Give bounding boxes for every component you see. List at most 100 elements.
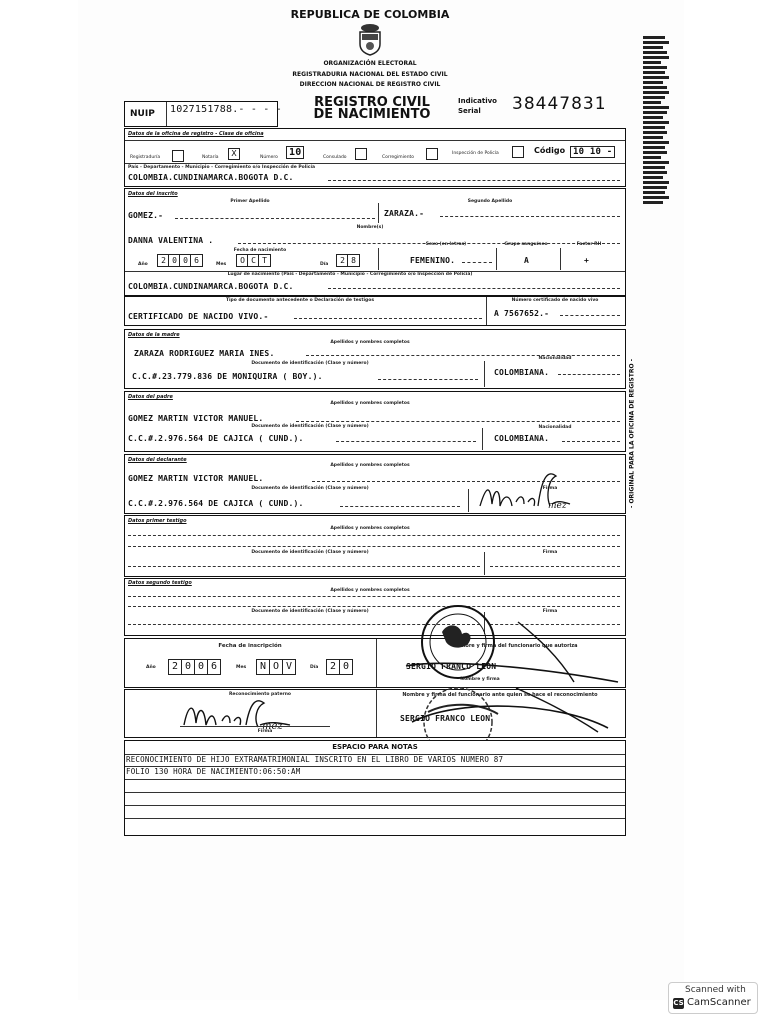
segundo-apellido-value: ZARAZA.- <box>384 209 425 218</box>
grupo-divider <box>560 248 561 270</box>
fecha-divider <box>378 248 379 270</box>
grupo-value: A <box>524 256 530 265</box>
primer-apellido-dash <box>175 218 375 219</box>
padre-nac-value: COLOMBIANA. <box>494 434 550 443</box>
nuip-divider <box>166 102 167 126</box>
notas-text-1: RECONOCIMIENTO DE HIJO EXTRAMATRIMONIAL … <box>126 755 504 764</box>
testigo2-section-title: Datos segundo testigo <box>128 580 192 586</box>
padre-doc-dash <box>336 441 476 442</box>
sexo-value: FEMENINO. <box>410 256 456 265</box>
oficina-section-title: Datos de la oficina de registro - Clase … <box>128 131 264 137</box>
apellido-divider <box>378 203 379 223</box>
inscripcion-dia-1: 2 <box>326 659 340 675</box>
indicativo-label: Indicativo <box>458 97 497 105</box>
numero-label: Número <box>260 155 278 160</box>
oficina-box <box>124 128 626 187</box>
inscripcion-divider <box>376 639 377 687</box>
testigo2-dash-3 <box>128 624 480 625</box>
inscripcion-ano-1: 2 <box>168 659 182 675</box>
declarante-nombre-dash <box>312 481 620 482</box>
num-cert-value: A 7567652.- <box>494 309 550 318</box>
org-line-2: REGISTRADURIA NACIONAL DEL ESTADO CIVIL <box>292 71 448 78</box>
inspeccion-label: Inspección de Policía <box>452 151 499 156</box>
antecedente-divider <box>486 297 487 325</box>
padre-nac-label: Nacionalidad <box>538 425 572 430</box>
pais-dash <box>328 180 620 181</box>
corregimiento-checkbox[interactable] <box>426 148 438 160</box>
org-line-1: ORGANIZACIÓN ELECTORAL <box>323 60 417 67</box>
inscripcion-ano-label: Año <box>146 665 156 670</box>
inscripcion-dia-label: Día <box>310 665 319 670</box>
country-title: REPUBLICA DE COLOMBIA <box>290 8 450 21</box>
camscanner-badge: Scanned with CS CamScanner <box>668 982 758 1014</box>
madre-nac-dash <box>558 374 620 375</box>
doc-title-1: REGISTRO CIVIL <box>314 95 430 110</box>
padre-divider <box>482 428 483 450</box>
testigo2-dash-2 <box>128 606 620 607</box>
notaria-label: Notaría <box>202 155 219 160</box>
declarante-doc-value: C.C.#.2.976.564 DE CAJICA ( CUND.). <box>128 499 304 508</box>
inscripcion-mes-2: O <box>269 659 283 675</box>
inscripcion-ano-2: 0 <box>181 659 195 675</box>
madre-doc-value: C.C.#.23.779.836 DE MONIQUIRA ( BOY.). <box>132 372 323 381</box>
mes-label: Mes <box>216 262 227 267</box>
testigo1-dash-3 <box>128 566 480 567</box>
doc-title-2: DE NACIMIENTO <box>313 107 431 122</box>
testigo2-doc-label: Documento de identificación (Clase y núm… <box>251 609 369 614</box>
camscanner-line-1: Scanned with <box>685 985 746 995</box>
declarante-nombre-label: Apellidos y nombres completos <box>330 463 410 468</box>
numero-value: 10 <box>286 146 305 159</box>
declarante-doc-label: Documento de identificación (Clase y núm… <box>251 486 369 491</box>
testigo2-box <box>124 578 626 636</box>
coat-of-arms-icon <box>359 24 381 56</box>
ano-digit-4: 6 <box>190 254 203 267</box>
tipo-doc-value: CERTIFICADO DE NACIDO VIVO.- <box>128 312 269 321</box>
inscripcion-mes-3: V <box>282 659 296 675</box>
notas-line-6 <box>125 818 625 819</box>
madre-doc-label: Documento de identificación (Clase y núm… <box>251 361 369 366</box>
reconocimiento-firma-label: Firma <box>257 729 273 734</box>
funcionario-label: Nombre y firma del funcionario que autor… <box>452 643 578 649</box>
testigo1-dash-1 <box>128 535 620 536</box>
testigo2-firma-label: Firma <box>542 609 558 614</box>
madre-section-title: Datos de la madre <box>128 332 180 338</box>
padre-nombre-value: GOMEZ MARTIN VICTOR MANUEL. <box>128 414 264 423</box>
reconocimiento-paterno-label: Reconocimiento paterno <box>228 692 292 697</box>
inspeccion-checkbox[interactable] <box>512 146 524 158</box>
camscanner-line-2: CamScanner <box>687 997 751 1008</box>
notas-line-5 <box>125 805 625 806</box>
reconocimiento-firma-line <box>180 726 330 727</box>
notaria-checkbox[interactable]: X <box>228 148 240 160</box>
funcionario-name: SERGIO FRANCO LEON <box>406 662 497 671</box>
madre-box <box>124 329 626 389</box>
ano-label: Año <box>138 262 148 267</box>
consulado-checkbox[interactable] <box>355 148 367 160</box>
padre-section-title: Datos del padre <box>128 394 173 400</box>
nuip-label: NUIP <box>130 109 155 119</box>
registraduria-label: Registraduría <box>130 155 161 160</box>
registraduria-checkbox[interactable] <box>172 150 184 162</box>
testigo2-dash-4 <box>490 624 620 625</box>
inscripcion-box <box>124 638 626 688</box>
oficina-divider <box>125 140 625 141</box>
svg-text:mez: mez <box>548 501 567 511</box>
inscripcion-fecha-label: Fecha de inscripción <box>218 643 282 649</box>
inscripcion-dia-2: 0 <box>339 659 353 675</box>
testigo1-firma-label: Firma <box>542 550 558 555</box>
inscripcion-ano-4: 6 <box>207 659 221 675</box>
tipo-doc-dash <box>294 318 482 319</box>
declarante-nombre-value: GOMEZ MARTIN VICTOR MANUEL. <box>128 474 264 483</box>
madre-nombre-label: Apellidos y nombres completos <box>330 340 410 345</box>
serial-number: 38447831 <box>512 94 607 114</box>
testigo2-nombre-label: Apellidos y nombres completos <box>330 588 410 593</box>
declarante-divider <box>468 489 469 512</box>
codigo-label: Código <box>534 146 566 155</box>
testigo1-dash-2 <box>128 546 620 547</box>
testigo2-divider <box>484 612 485 634</box>
inscrito-divider <box>125 271 625 272</box>
reconocimiento-funcionario-name: SERGIO FRANCO LEON <box>400 714 491 723</box>
dia-label: Día <box>320 262 329 267</box>
segundo-apellido-dash <box>440 216 620 217</box>
notas-title: ESPACIO PARA NOTAS <box>332 743 418 751</box>
serial-label: Serial <box>458 107 481 115</box>
